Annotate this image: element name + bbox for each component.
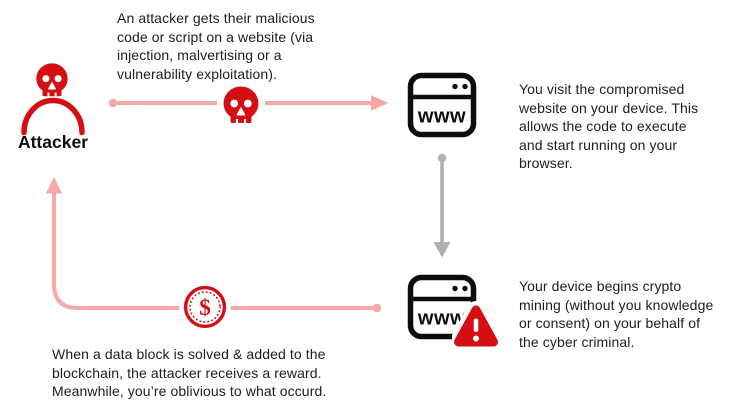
- website-browser-icon: www: [407, 72, 477, 138]
- browser-www-label: www: [417, 106, 466, 128]
- attacker-label: Attacker: [17, 132, 89, 152]
- arrow-reward-to-attacker: [45, 177, 382, 313]
- browser-www-label: www: [417, 308, 466, 330]
- arrow-attacker-to-website: [108, 95, 389, 111]
- caption-step2-visit: You visit the compromised website on you…: [519, 81, 699, 171]
- dollar-coin-icon: $: [183, 285, 227, 329]
- caption-step3-mining: Your device begins crypto mining (withou…: [519, 278, 714, 350]
- caption-step1-injection: An attacker gets their malicious code or…: [117, 10, 315, 82]
- arrow-website-to-mining: [433, 153, 451, 258]
- attacker-skull-icon: [34, 62, 70, 98]
- malware-skull-icon: [221, 85, 261, 125]
- caption-step4-reward: When a data block is solved & added to t…: [52, 346, 327, 399]
- attacker-shoulders-icon: [20, 95, 86, 136]
- warning-triangle-icon: [452, 300, 500, 350]
- dollar-sign: $: [199, 295, 211, 320]
